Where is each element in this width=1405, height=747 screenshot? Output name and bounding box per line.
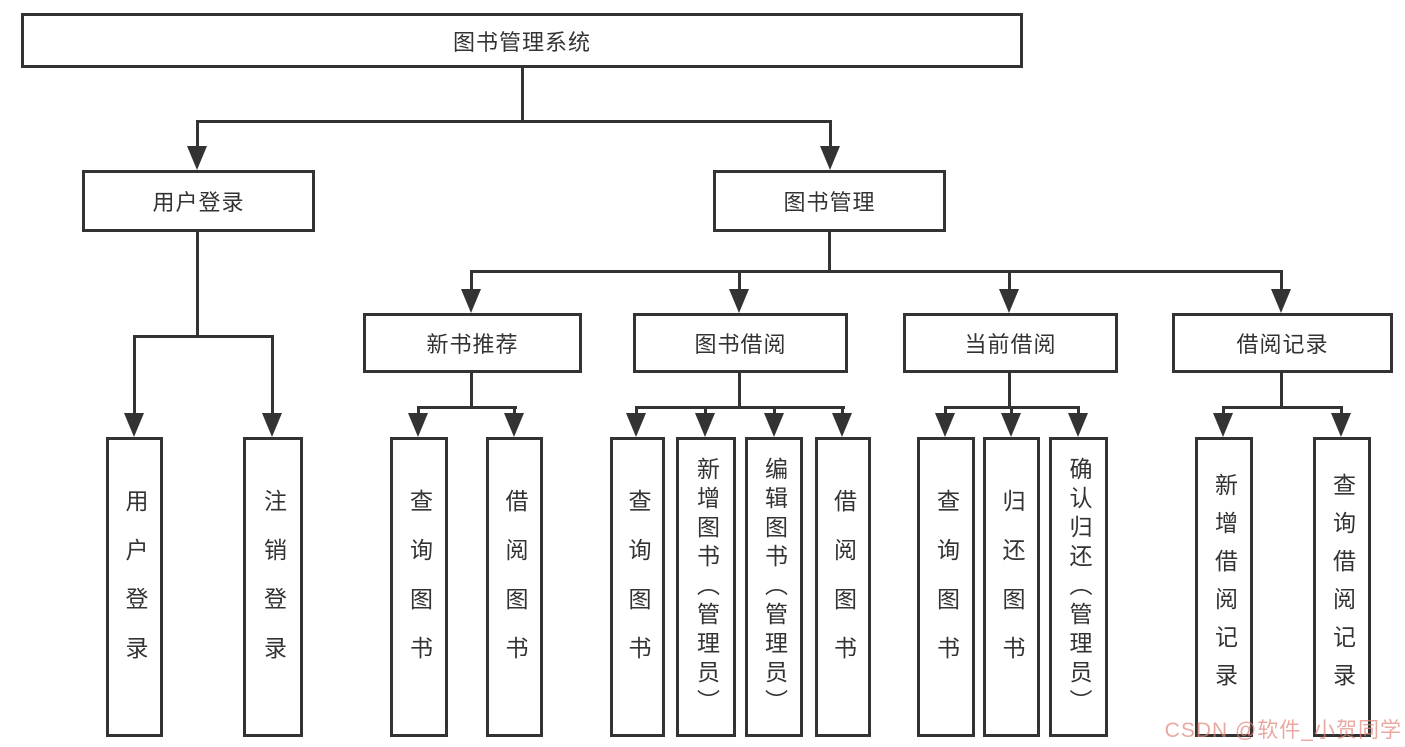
connector-line — [1222, 406, 1343, 409]
arrow-down-icon — [1331, 413, 1351, 437]
arrow-down-icon — [764, 413, 784, 437]
connector-line — [1280, 270, 1283, 292]
connector-line — [1010, 406, 1013, 418]
connector-line — [841, 406, 844, 418]
leaf-user-login: 用户登录 — [106, 437, 163, 737]
arrow-down-icon — [1068, 413, 1088, 437]
connector-line — [133, 335, 136, 417]
leaf-label: 确认归还（管理员） — [1066, 456, 1092, 718]
leaf-label: 新增图书（管理员） — [693, 456, 720, 718]
connector-line — [521, 68, 524, 123]
arrow-down-icon — [187, 146, 207, 170]
connector-line — [738, 270, 741, 292]
connector-line — [773, 406, 776, 418]
leaf-borrow-books-recommend: 借阅图书 — [486, 437, 543, 737]
arrow-down-icon — [695, 413, 715, 437]
connector-line — [133, 335, 274, 338]
leaf-label: 编辑图书（管理员） — [761, 456, 788, 718]
connector-line — [470, 373, 473, 409]
node-user-login: 用户登录 — [82, 170, 315, 232]
leaf-edit-book-admin: 编辑图书（管理员） — [745, 437, 803, 737]
connector-line — [1008, 270, 1011, 292]
leaf-label: 借阅图书 — [502, 489, 528, 685]
arrow-down-icon — [461, 289, 481, 313]
node-label: 借阅记录 — [1236, 332, 1329, 357]
connector-line — [828, 232, 831, 273]
node-borrowing-records: 借阅记录 — [1172, 313, 1393, 373]
leaf-query-books-borrow: 查询图书 — [610, 437, 665, 737]
connector-line — [1077, 406, 1080, 418]
arrow-down-icon — [820, 146, 840, 170]
leaf-label: 查询借阅记录 — [1329, 473, 1356, 701]
leaf-add-borrow-record: 新增借阅记录 — [1195, 437, 1253, 737]
leaf-logout: 注销登录 — [243, 437, 303, 737]
leaf-confirm-return-admin: 确认归还（管理员） — [1049, 437, 1108, 737]
arrow-down-icon — [1213, 413, 1233, 437]
node-new-book-recommendation: 新书推荐 — [363, 313, 582, 373]
arrow-down-icon — [999, 289, 1019, 313]
arrow-down-icon — [935, 413, 955, 437]
leaf-label: 查询图书 — [625, 489, 651, 685]
node-library-management-system: 图书管理系统 — [21, 13, 1023, 68]
connector-line — [417, 406, 420, 418]
node-current-borrowing: 当前借阅 — [903, 313, 1118, 373]
arrow-down-icon — [1271, 289, 1291, 313]
connector-line — [635, 406, 638, 418]
arrow-down-icon — [408, 413, 428, 437]
leaf-add-book-admin: 新增图书（管理员） — [676, 437, 736, 737]
node-label: 新书推荐 — [426, 332, 519, 357]
connector-line — [1008, 373, 1011, 409]
leaf-query-borrow-record: 查询借阅记录 — [1313, 437, 1371, 737]
node-label: 图书管理 — [783, 190, 876, 215]
arrow-down-icon — [729, 289, 749, 313]
connector-line — [1222, 406, 1225, 418]
connector-line — [196, 120, 199, 150]
connector-line — [196, 120, 832, 123]
leaf-borrow-books-borrow: 借阅图书 — [815, 437, 871, 737]
connector-line — [829, 120, 832, 150]
arrow-down-icon — [504, 413, 524, 437]
connector-line — [1280, 373, 1283, 409]
node-book-management: 图书管理 — [713, 170, 946, 232]
connector-line — [513, 406, 516, 418]
node-label: 图书管理系统 — [452, 29, 591, 55]
leaf-label: 查询图书 — [406, 489, 433, 685]
node-label: 当前借阅 — [964, 332, 1057, 357]
leaf-label: 归还图书 — [999, 489, 1025, 685]
leaf-label: 查询图书 — [933, 489, 960, 685]
connector-line — [470, 270, 473, 292]
connector-line — [1340, 406, 1343, 418]
connector-line — [417, 406, 517, 409]
leaf-label: 新增借阅记录 — [1211, 473, 1238, 701]
arrow-down-icon — [626, 413, 646, 437]
leaf-query-books-recommend: 查询图书 — [390, 437, 448, 737]
node-book-borrowing: 图书借阅 — [633, 313, 848, 373]
arrow-down-icon — [832, 413, 852, 437]
connector-line — [271, 335, 274, 417]
connector-line — [635, 406, 845, 409]
arrow-down-icon — [262, 413, 282, 437]
connector-line — [738, 373, 741, 409]
connector-line — [704, 406, 707, 418]
leaf-label: 注销登录 — [260, 489, 287, 685]
node-label: 图书借阅 — [694, 332, 787, 357]
leaf-label: 借阅图书 — [830, 489, 857, 685]
arrow-down-icon — [1001, 413, 1021, 437]
leaf-label: 用户登录 — [122, 489, 148, 685]
node-label: 用户登录 — [152, 190, 245, 215]
leaf-return-books: 归还图书 — [983, 437, 1040, 737]
connector-line — [470, 270, 1283, 273]
arrow-down-icon — [124, 413, 144, 437]
connector-line — [944, 406, 947, 418]
leaf-query-books-current: 查询图书 — [917, 437, 975, 737]
connector-line — [196, 232, 199, 338]
